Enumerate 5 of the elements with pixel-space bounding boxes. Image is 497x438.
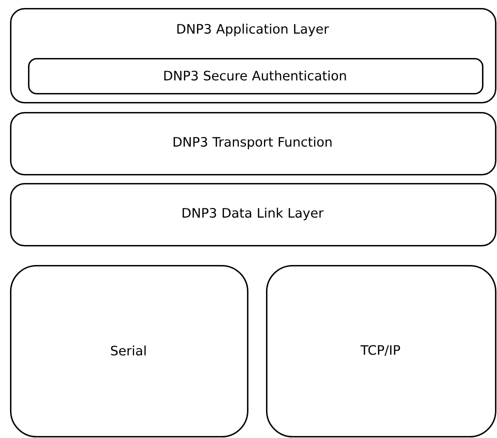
inner-box: DNP3 Secure Authentication <box>28 58 484 94</box>
layer-box: DNP3 Transport Function <box>10 112 496 176</box>
rounded-box: Serial <box>10 265 248 438</box>
layer-box: DNP3 Data Link Layer <box>10 183 496 246</box>
rounded-box: TCP/IP <box>266 265 496 438</box>
